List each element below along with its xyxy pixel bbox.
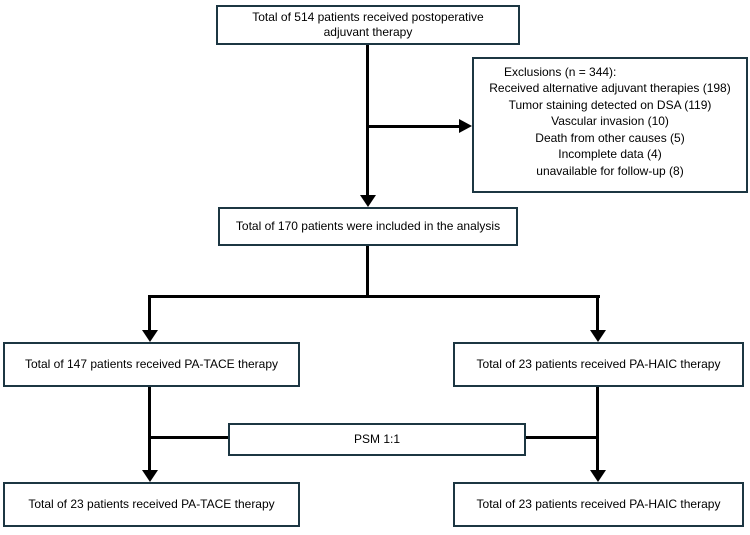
top-box-label: Total of 514 patients received postopera… — [252, 10, 484, 39]
arrow-down-icon — [142, 330, 158, 342]
pa-haic-box: Total of 23 patients received PA-HAIC th… — [453, 342, 744, 387]
psm-box: PSM 1:1 — [228, 423, 526, 456]
pa-haic-box-label: Total of 23 patients received PA-HAIC th… — [476, 357, 721, 371]
connector-branch-right-drop — [596, 295, 599, 333]
arrow-down-icon — [142, 470, 158, 482]
arrow-right-icon — [459, 119, 472, 133]
exclusion-item: Tumor staining detected on DSA (119) — [508, 97, 712, 112]
exclusion-item: unavailable for follow-up (8) — [536, 163, 684, 178]
exclusion-item: Death from other causes (5) — [535, 130, 685, 145]
exclusion-item: Received alternative adjuvant therapies … — [489, 81, 731, 95]
connector-top-to-included — [366, 45, 369, 197]
included-box-label: Total of 170 patients were included in t… — [235, 219, 501, 233]
exclusion-item: Incomplete data (4) — [558, 147, 662, 161]
exclusion-item: Vascular invasion (10) — [551, 114, 669, 128]
pa-haic-matched-box-label: Total of 23 patients received PA-HAIC th… — [476, 497, 721, 511]
arrow-down-icon — [590, 470, 606, 482]
connector-to-exclusions — [368, 125, 462, 128]
exclusions-heading: Exclusions (n = 344): — [504, 65, 617, 79]
connector-right-to-matched — [596, 387, 599, 473]
pa-tace-matched-box: Total of 23 patients received PA-TACE th… — [3, 482, 300, 527]
pa-tace-box-label: Total of 147 patients received PA-TACE t… — [24, 357, 279, 371]
connector-left-to-matched — [148, 387, 151, 473]
pa-haic-matched-box: Total of 23 patients received PA-HAIC th… — [453, 482, 744, 527]
connector-psm-left — [150, 436, 230, 439]
exclusions-box: Exclusions (n = 344): Received alternati… — [472, 57, 748, 193]
included-box: Total of 170 patients were included in t… — [218, 207, 518, 246]
connector-included-to-branch — [366, 246, 369, 298]
connector-branch-horizontal — [148, 295, 600, 298]
arrow-down-icon — [360, 195, 376, 207]
connector-psm-right — [524, 436, 598, 439]
top-box: Total of 514 patients received postopera… — [216, 5, 520, 45]
arrow-down-icon — [590, 330, 606, 342]
connector-branch-left-drop — [148, 295, 151, 333]
pa-tace-matched-box-label: Total of 23 patients received PA-TACE th… — [28, 497, 275, 511]
psm-box-label: PSM 1:1 — [353, 432, 401, 446]
pa-tace-box: Total of 147 patients received PA-TACE t… — [3, 342, 300, 387]
